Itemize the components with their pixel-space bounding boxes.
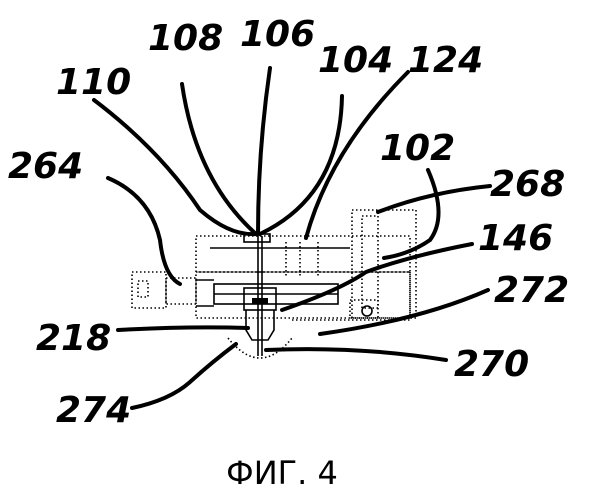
label-146: 146: [478, 218, 553, 259]
label-108: 108: [148, 18, 223, 59]
leader-272: [320, 290, 488, 334]
leader-274: [132, 344, 236, 408]
lower-housing: [196, 272, 410, 318]
leader-102: [384, 170, 439, 258]
leader-264: [108, 178, 180, 284]
label-270: 270: [454, 344, 529, 385]
leader-106: [258, 68, 270, 234]
label-106: 106: [240, 14, 315, 55]
leader-104: [260, 96, 342, 234]
label-218: 218: [36, 318, 111, 359]
leader-146: [282, 244, 472, 310]
leader-110: [94, 100, 256, 234]
label-110: 110: [56, 62, 131, 103]
label-264: 264: [8, 146, 83, 187]
label-274: 274: [56, 390, 131, 431]
label-272: 272: [494, 270, 569, 311]
leader-218: [118, 327, 248, 330]
leader-108: [182, 84, 256, 234]
device-assembly: [132, 210, 416, 358]
label-104: 104: [318, 40, 393, 81]
figure-caption: ФИГ. 4: [226, 454, 338, 492]
left-fitting: [132, 272, 166, 308]
label-268: 268: [490, 164, 565, 205]
leader-270: [266, 349, 446, 360]
leader-lines: [94, 68, 490, 408]
reference-labels: 110 108 106 104 124 264 102 268 146 272 …: [8, 14, 569, 431]
label-124: 124: [408, 40, 483, 81]
label-102: 102: [380, 128, 455, 169]
